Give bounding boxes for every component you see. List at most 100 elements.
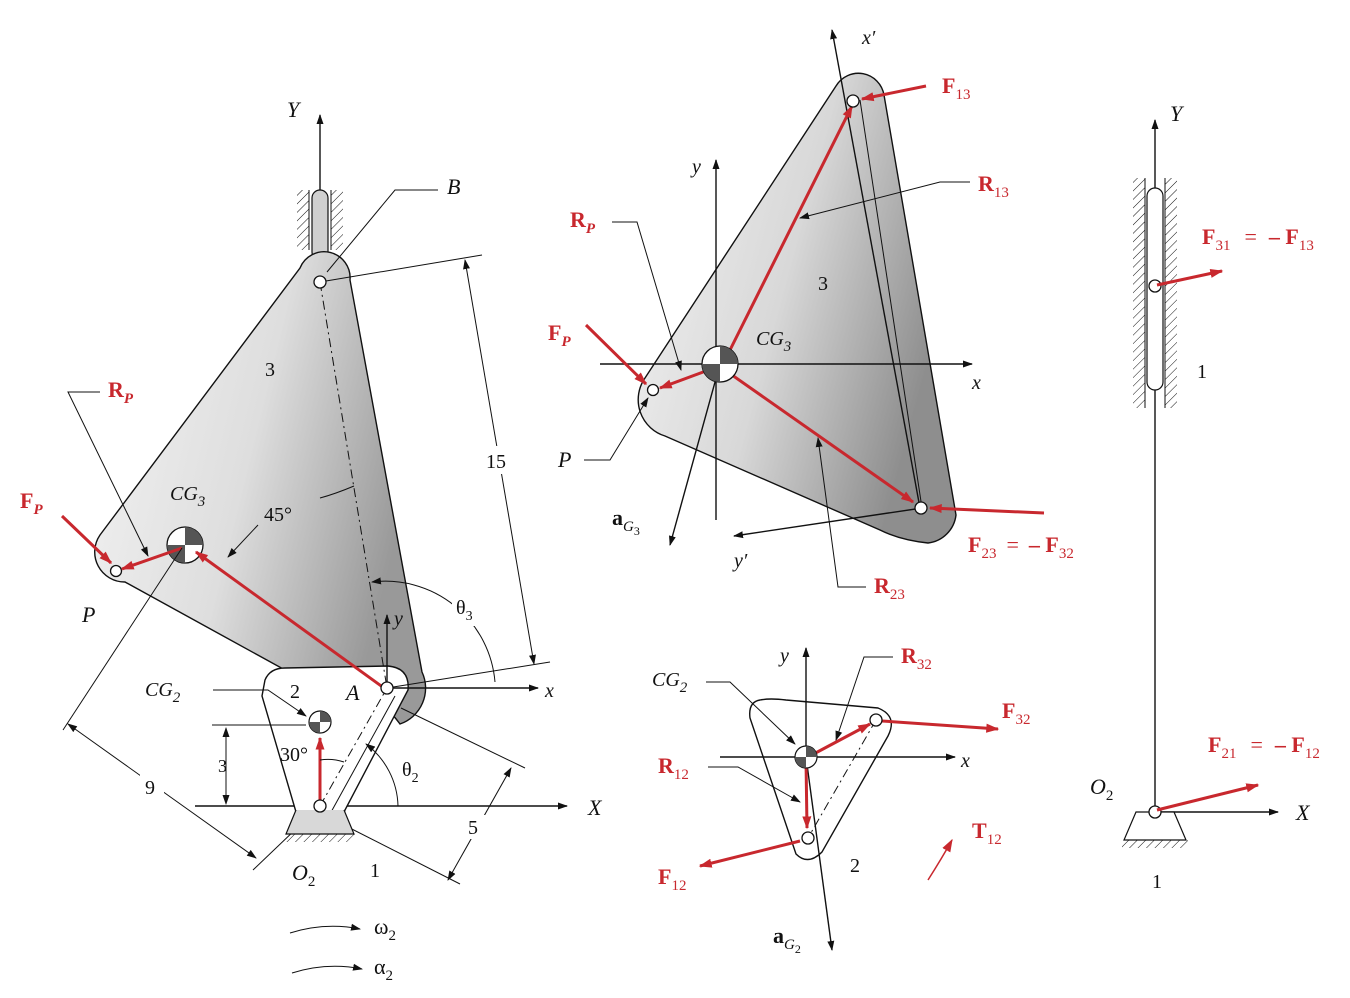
cg2-leader: [213, 689, 307, 717]
dim5-ext-bottom: [337, 821, 461, 885]
full-mechanism-diagram: Y X x y 15 θ3 45° 3: [20, 97, 603, 984]
link2-body: [749, 698, 892, 861]
Rp-label: RP: [570, 207, 596, 237]
F31-label: F31=– F13: [1202, 224, 1314, 254]
F32-vector: [881, 719, 1000, 733]
aG3-label: aG3: [612, 505, 640, 538]
R23-vector: [721, 366, 915, 504]
pin-O2: [801, 831, 815, 845]
guide-hatch-left: [297, 190, 309, 250]
F12-label: F12: [658, 864, 686, 894]
angle45-label: 45°: [264, 504, 292, 526]
R32-label: R32: [901, 643, 932, 673]
link3-centerline: [319, 281, 388, 689]
pin-O2: [313, 799, 327, 813]
point-O2-label: O2: [292, 860, 315, 890]
cg3-symbol: [701, 345, 739, 383]
cg3-label: CG3: [170, 483, 205, 510]
local-x-label: x: [971, 372, 981, 394]
link2-centerline: [319, 687, 388, 807]
pin-P: [109, 564, 123, 578]
cg3-label: CG3: [756, 328, 791, 355]
Fp-vector: [584, 323, 648, 386]
angle30-label: 30°: [280, 744, 308, 766]
Rp-leader: [612, 221, 682, 371]
cg3-symbol: [166, 526, 204, 564]
pin-A: [380, 681, 394, 695]
R13-label: R13: [978, 171, 1009, 201]
guide-hatch-right: [1165, 178, 1177, 408]
F31-vector: [1156, 269, 1224, 287]
cg2-leader: [706, 681, 796, 745]
aG3-vector: [669, 363, 721, 546]
F13-label: F13: [942, 73, 970, 103]
dim9-label: 9: [145, 777, 155, 799]
R13-vector: [720, 104, 854, 367]
xprime-label: x′: [861, 27, 876, 49]
dim15-ext-bottom: [386, 661, 551, 689]
guide-hatch-left: [1133, 178, 1145, 408]
local-x-label: x: [960, 750, 970, 772]
Y-axis-label: Y: [1170, 101, 1185, 126]
F13-vector: [860, 84, 927, 102]
yprime-axis: [733, 507, 923, 539]
F12-vector: [698, 839, 801, 868]
pin-B: [313, 275, 327, 289]
link3-label: 3: [818, 273, 828, 295]
pin-O2: [1148, 805, 1162, 819]
link2-label: 2: [850, 855, 860, 877]
dim15-label: 15: [486, 451, 506, 473]
dim5-ext-top: [400, 707, 526, 769]
T12-arrow: [927, 838, 953, 881]
point-B-label: B: [447, 174, 460, 199]
slider-block: [311, 189, 329, 261]
A-to-cg3-vector: [194, 550, 385, 690]
F21-label: F21=– F12: [1208, 732, 1320, 762]
angle45-arc: [319, 485, 355, 499]
guide-hatch-right: [331, 190, 343, 250]
R12-label: R12: [658, 753, 689, 783]
T12-label: T12: [972, 818, 1002, 848]
point-O2-label: O2: [1090, 774, 1113, 804]
ground-label-top: 1: [1197, 361, 1207, 383]
F32-label: F32: [1002, 698, 1030, 728]
R23-label: R23: [874, 573, 905, 603]
Y-axis-label: Y: [287, 97, 302, 122]
cg2-label: CG2: [145, 679, 181, 706]
pin-A: [869, 713, 883, 727]
X-axis-label: X: [587, 795, 603, 820]
P-leader: [584, 397, 649, 461]
point-A-label: A: [344, 680, 360, 705]
yprime-label: y′: [732, 550, 748, 572]
ground-pivot: [285, 809, 355, 835]
dim15-ext-top: [319, 254, 483, 283]
ground-free-body-diagram: Y X F31=– F13 1 O2 1 F21=– F12: [1090, 101, 1320, 893]
link3-label: 3: [265, 359, 275, 381]
R12-leader: [708, 766, 801, 803]
omega2-arrow: [289, 923, 361, 934]
theta3-label: θ3: [456, 597, 473, 624]
Rp-label: RP: [108, 377, 134, 407]
aG2-vector: [805, 756, 835, 951]
local-y-label: y: [778, 645, 789, 667]
Rp-vector: [120, 546, 183, 571]
dim3-label: 3: [218, 756, 227, 776]
aG2-label: aG2: [773, 923, 801, 956]
link3-body: [637, 72, 957, 544]
R23-leader: [815, 437, 866, 588]
alpha2-label: α2: [374, 954, 393, 984]
cg2-label: CG2: [652, 669, 688, 696]
link3-free-body-diagram: x′ y′ y x aG3 CG3 3 F13 R13: [548, 27, 1074, 603]
pin-bottom: [914, 501, 928, 515]
Fp-vector: [60, 514, 113, 565]
F23-label: F23=– F32: [968, 532, 1074, 562]
X-axis-label: X: [1295, 800, 1311, 825]
local-y-label: y: [690, 156, 701, 178]
ground-label-bottom: 1: [1152, 871, 1162, 893]
point-P-label: P: [81, 602, 95, 627]
Fp-label: FP: [548, 320, 571, 350]
pin-P: [646, 383, 660, 397]
cg2-symbol: [308, 710, 332, 734]
link2-label: 2: [290, 681, 300, 703]
R32-leader: [835, 656, 893, 741]
